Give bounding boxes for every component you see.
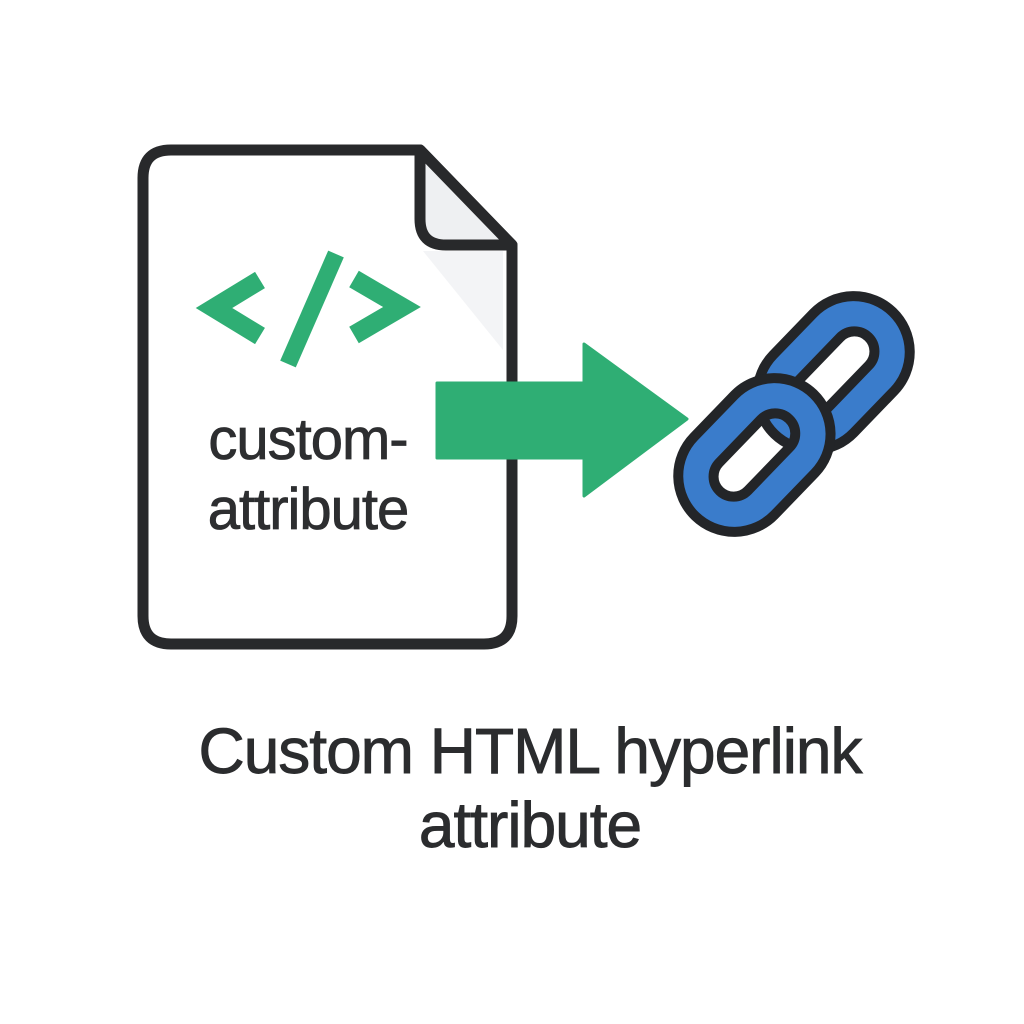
chain-link-icon — [673, 291, 915, 537]
chain-ring-lower — [673, 373, 836, 537]
document-filename-line1: custom- — [208, 407, 409, 473]
document-filename: custom- attribute — [122, 405, 494, 545]
caption-line1: Custom HTML hyperlink — [198, 715, 863, 788]
folded-corner-icon — [414, 144, 518, 251]
open-angle-bracket-icon — [195, 271, 265, 345]
arrow-right-icon — [435, 342, 689, 498]
document-page-outline — [137, 144, 518, 650]
code-brackets-icon — [195, 250, 421, 368]
document-file-icon — [137, 144, 518, 650]
document-filename-line2: attribute — [207, 477, 409, 543]
slash-icon — [280, 250, 344, 368]
close-angle-bracket-icon — [349, 270, 421, 344]
caption-line2: attribute — [418, 789, 642, 862]
illustration-caption: Custom HTML hyperlink attribute — [36, 714, 1024, 862]
folded-corner-shadow — [423, 251, 503, 350]
